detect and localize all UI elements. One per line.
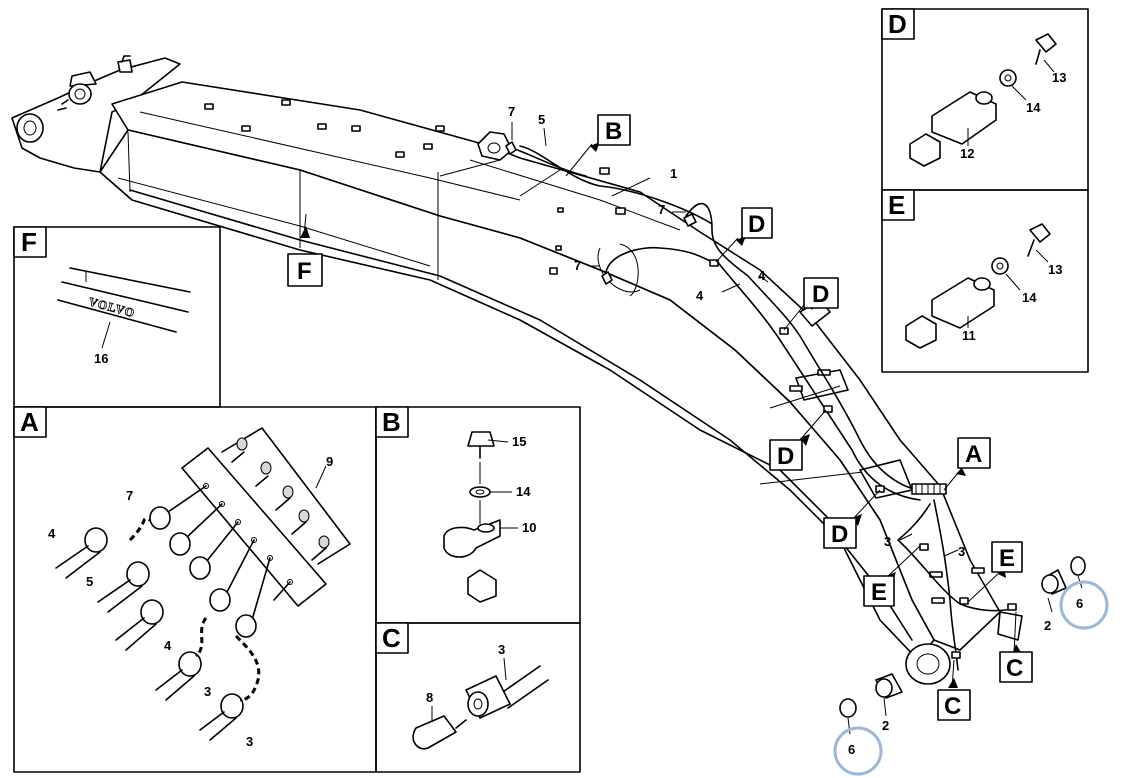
panel-A-callout-4-a: 4 (48, 526, 56, 541)
panel-F: F VOLVO 16 (13, 226, 221, 408)
panel-B-callout-15: 15 (512, 434, 526, 449)
svg-text:A: A (965, 441, 982, 468)
highlight-circle-6-right (1059, 580, 1109, 630)
svg-text:F: F (297, 258, 312, 285)
panel-D-callout-13: 13 (1052, 70, 1066, 85)
box-F: F (287, 253, 323, 287)
panel-A-callout-7: 7 (126, 488, 133, 503)
svg-text:E: E (999, 545, 1015, 572)
svg-text:E: E (871, 579, 887, 606)
panel-A-letter: A (20, 407, 39, 437)
box-D-2: D (803, 277, 839, 309)
panel-A-callout-3-a: 3 (204, 684, 211, 699)
left-connectors (55, 485, 291, 741)
callout-4-b: 4 (758, 268, 766, 283)
box-C-1: C (999, 651, 1033, 683)
box-D-3: D (769, 439, 803, 471)
panel-C: C 3 8 (375, 622, 581, 773)
box-E-1: E (863, 575, 895, 607)
panel-C-letter: C (382, 623, 401, 653)
panel-A-callout-5: 5 (86, 574, 93, 589)
pin-bushings (839, 556, 1086, 718)
panel-D-callout-12: 12 (960, 146, 974, 161)
panel-D: D 13 14 12 (881, 8, 1089, 191)
panel-E-letter: E (888, 190, 905, 220)
callout-4-a: 4 (696, 288, 704, 303)
svg-text:D: D (812, 281, 829, 308)
panel-C-callout-3: 3 (498, 642, 505, 657)
callout-1: 1 (670, 166, 677, 181)
panel-E-callout-11: 11 (962, 328, 976, 343)
callout-2-right: 2 (1044, 618, 1051, 633)
svg-text:C: C (944, 693, 961, 720)
panel-D-letter: D (888, 9, 907, 39)
panel-A-callout-3-b: 3 (246, 734, 253, 749)
boom-leaders (303, 122, 1083, 735)
box-A: A (957, 437, 991, 469)
boom-letter-boxes: B D D D D A E E C C F (287, 114, 1033, 721)
boom-drawing (11, 55, 1086, 735)
box-B: B (597, 114, 631, 146)
panel-F-letter: F (21, 227, 37, 257)
panel-E-callout-14: 14 (1022, 290, 1037, 305)
panel-B: B 15 14 10 (375, 406, 581, 624)
box-D-1: D (741, 207, 773, 239)
panel-E-callout-13: 13 (1048, 262, 1062, 277)
panel-E: E 13 14 11 (881, 189, 1089, 373)
panel-A: A (13, 406, 377, 773)
panel-B-callout-10: 10 (522, 520, 536, 535)
callout-6-right: 6 (1076, 596, 1083, 611)
box-C-2: C (937, 689, 971, 721)
callout-7-top: 7 (508, 104, 515, 119)
svg-text:D: D (748, 211, 765, 238)
boom-bottom-edge (129, 189, 913, 641)
callout-6-bottom: 6 (848, 742, 855, 757)
plate-right-connectors (231, 437, 330, 561)
boom-nose-pivot (905, 611, 1023, 685)
panel-B-letter: B (382, 407, 401, 437)
callout-3-a: 3 (884, 534, 891, 549)
callout-7-lower: 7 (574, 258, 581, 273)
svg-text:B: B (605, 118, 622, 145)
box-E-2: E (991, 541, 1023, 573)
callout-2-bottom: 2 (882, 718, 889, 733)
wire-harness (505, 141, 1017, 671)
highlight-circle-6-bottom (833, 726, 883, 776)
box-D-4: D (823, 517, 857, 549)
panel-F-callout-16: 16 (94, 351, 108, 366)
svg-text:C: C (1006, 655, 1023, 682)
top-pads (204, 99, 626, 215)
svg-text:D: D (777, 443, 794, 470)
panel-A-callout-9: 9 (326, 454, 333, 469)
boom-foot (11, 55, 181, 173)
callout-7-mid: 7 (658, 202, 665, 217)
panel-D-callout-14: 14 (1026, 100, 1041, 115)
svg-text:D: D (831, 521, 848, 548)
callout-5: 5 (538, 112, 545, 127)
boom-callouts: 1 2 2 3 3 4 4 5 6 6 7 7 7 (508, 104, 1083, 757)
panel-A-callout-4-b: 4 (164, 638, 172, 653)
panel-C-callout-8: 8 (426, 690, 433, 705)
panel-B-callout-14: 14 (516, 484, 531, 499)
callout-3-b: 3 (958, 544, 965, 559)
